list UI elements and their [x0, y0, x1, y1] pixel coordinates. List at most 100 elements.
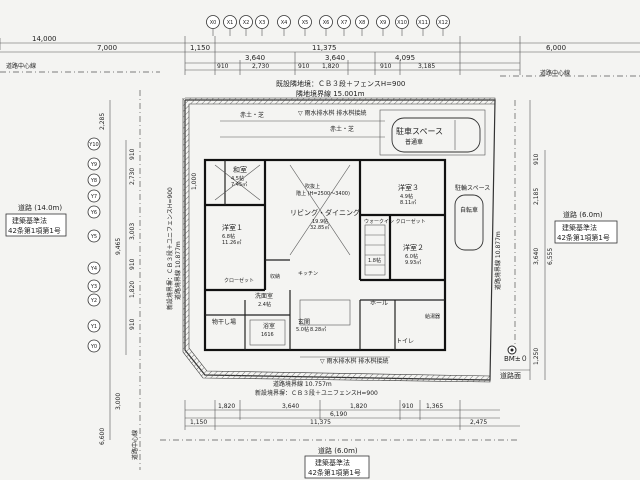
right-road-law1: 建築基準法 [562, 223, 597, 232]
room-washitsu: 和室 4.5帖 7.45㎡ [231, 165, 247, 188]
svg-text:X3: X3 [259, 20, 266, 26]
room-storage2: 収納 [270, 273, 280, 280]
parking-area: 駐車スペース 普通車 [379, 109, 486, 156]
left-fence-vertical: 新設境界塀：ＣＢ３段＋ユニフェンスH=900 [166, 187, 174, 310]
grid-bubble-x0: X0 [206, 15, 220, 36]
dim-r-6555: 6,555 [547, 248, 554, 265]
grid-bubble-y2: Y2 [87, 293, 101, 307]
svg-text:X9: X9 [380, 20, 387, 26]
room-youshitsu2-area: 9.93㎡ [405, 259, 421, 266]
svg-text:X1: X1 [227, 20, 234, 26]
dim-b-2475: 2,475 [470, 419, 487, 426]
parking-label: 駐車スペース [396, 126, 443, 136]
room-bath-name: 浴室 [263, 322, 275, 330]
room-youshitsu1-area: 11.26㎡ [222, 239, 241, 246]
dim-l-2730: 2,730 [129, 168, 136, 185]
room-wic: ウォークイン クローゼット 1.8帖 [364, 218, 426, 264]
dim-910-c: 910 [380, 63, 392, 70]
svg-text:Y2: Y2 [90, 298, 97, 304]
room-bath: 浴室 1616 [261, 322, 275, 338]
dim-11375-top: 11,375 [312, 44, 337, 52]
grid-bubble-x9: X9 [376, 15, 390, 36]
dim-b-3640: 3,640 [282, 403, 299, 410]
dim-b-11375: 11,375 [310, 419, 331, 426]
boundary-top-label: 隣地境界線 15.001m [296, 89, 365, 98]
room-living-area: 32.85㎡ [310, 224, 329, 231]
left-road-law2: 42条第1項第1号 [8, 226, 61, 235]
dim-b-1150: 1,150 [190, 419, 207, 426]
road-center-label-left: 道路中心線 [6, 62, 36, 70]
room-roof-note: 階上 (H=2500～3400) [296, 190, 350, 197]
room-youshitsu1: 洋室１ 6.8帖 11.26㎡ [222, 223, 243, 246]
dim-b-1820b: 1,820 [350, 403, 367, 410]
dim-1820: 1,820 [322, 63, 339, 70]
bike-area: 駐輪スペース 自転車 [454, 184, 490, 251]
dim-l-6600: 6,600 [99, 428, 106, 445]
svg-text:Y9: Y9 [90, 162, 97, 168]
grid-bubble-x6: X6 [319, 15, 333, 36]
void-marks [214, 164, 351, 256]
grid-bubble-y6: Y6 [87, 205, 101, 219]
svg-text:Y1: Y1 [90, 324, 97, 330]
dim-r-2185: 2,185 [533, 188, 540, 205]
left-road-center-bottom: 道路中心線 [131, 430, 139, 460]
dim-3640-a: 3,640 [245, 54, 265, 62]
room-toilet: トイレ [396, 338, 414, 345]
room-storage1: クローゼット [224, 277, 254, 284]
grid-bubble-y8: Y8 [87, 173, 101, 187]
left-dims: 2,285 910 2,730 3,003 9,465 910 1,820 91… [99, 113, 198, 445]
dim-1150-top: 1,150 [190, 44, 210, 52]
top-dimension-lines: 14,000 7,000 1,150 11,375 6,000 3,640 3,… [0, 35, 640, 75]
svg-text:X12: X12 [438, 20, 448, 26]
bottom-road-info: 道路 (6.0m) 建築基準法 42条第1項第1号 [304, 446, 370, 479]
right-boundary-vertical: 道路境界線 10.877m [494, 231, 502, 290]
dim-l-3000: 3,000 [115, 393, 122, 410]
bm-label: BM±０ [504, 355, 528, 363]
dim-3640-b: 3,640 [325, 54, 345, 62]
fence-top-label: 既設隣地境：ＣＢ３段＋フェンスH=900 [276, 79, 405, 88]
dim-b-6190: 6,190 [330, 411, 347, 418]
grid-bubble-x5: X5 [298, 15, 312, 36]
dim-l-910c: 910 [129, 318, 136, 330]
grid-bubble-x4: X4 [277, 15, 291, 36]
dim-right-road: 6,000 [546, 44, 566, 52]
room-genkan-tatami: 5.0帖 [296, 326, 309, 333]
grid-bubble-y3: Y3 [87, 279, 101, 293]
room-washitsu-area: 7.45㎡ [231, 181, 247, 188]
room-living: 吹抜上 階上 (H=2500～3400) リビング・ダイニング 19.9帖 32… [290, 183, 360, 231]
right-road-law2: 42条第1項第1号 [557, 233, 610, 242]
room-living-tatami: 19.9帖 [312, 218, 328, 225]
water-heater-label: 給湯器 [425, 313, 440, 320]
room-bath-note: 1616 [261, 332, 274, 338]
stairs [364, 224, 386, 276]
grid-bubble-x10: X10 [395, 15, 409, 36]
grid-bubble-y10: Y10 [87, 137, 101, 151]
room-youshitsu3-area: 8.11㎡ [400, 199, 416, 206]
svg-text:Y10: Y10 [88, 142, 98, 148]
dim-l-3003: 3,003 [129, 223, 136, 240]
dim-l-1820: 1,820 [129, 281, 136, 298]
svg-text:X7: X7 [341, 20, 348, 26]
room-washitsu-tatami: 4.5帖 [231, 175, 244, 182]
bike-sub-label: 自転車 [460, 206, 478, 214]
grid-bubble-x12: X12 [436, 15, 450, 36]
dim-l-910b: 910 [129, 258, 136, 270]
grid-bubble-y9: Y9 [87, 157, 101, 171]
room-senmen: 洗面室 2.4帖 [255, 292, 273, 308]
left-road-title: 道路 (14.0m) [18, 203, 62, 212]
site-outline [182, 97, 496, 383]
room-washitsu-name: 和室 [233, 165, 247, 174]
grid-bubble-x3: X3 [255, 15, 269, 36]
svg-text:Y8: Y8 [90, 178, 97, 184]
grid-bubble-y7: Y7 [87, 189, 101, 203]
room-youshitsu2-name: 洋室２ [403, 243, 424, 252]
room-youshitsu1-name: 洋室１ [222, 223, 243, 232]
svg-text:Y5: Y5 [90, 234, 97, 240]
right-dims: 910 2,185 3,640 6,555 1,250 [533, 153, 554, 365]
room-hall: ホール [370, 300, 388, 307]
bike-label: 駐輪スペース [455, 184, 490, 192]
road-center-label-right: 道路中心線 [540, 69, 570, 77]
grid-bubble-y1: Y1 [87, 319, 101, 333]
dim-l-9465: 9,465 [115, 238, 122, 255]
